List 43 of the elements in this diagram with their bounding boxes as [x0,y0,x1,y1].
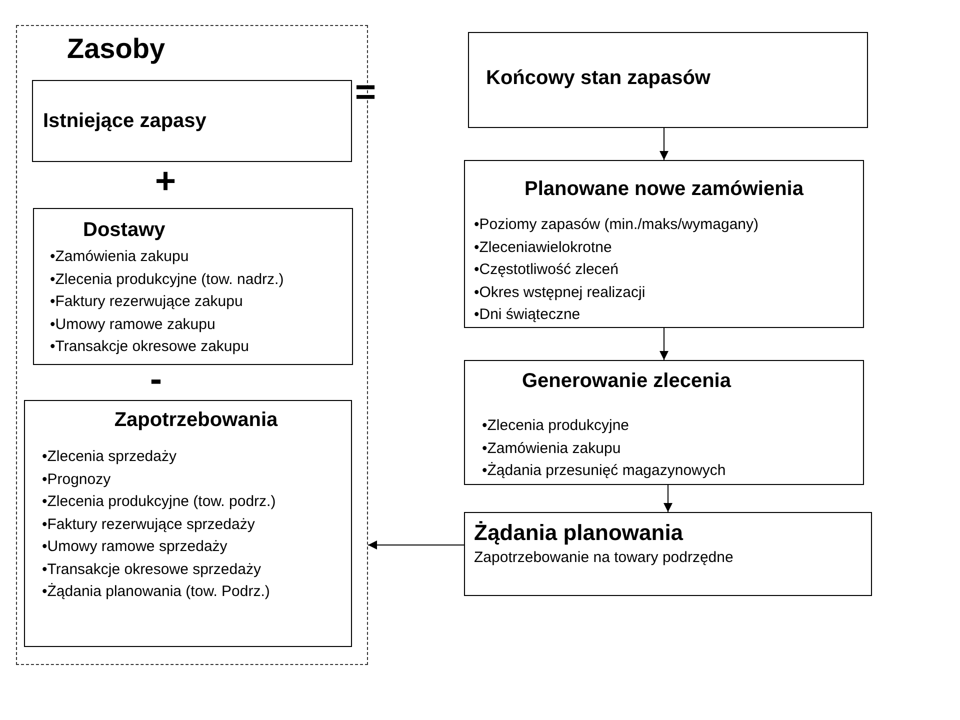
process-box [24,400,352,647]
group-heading: Zasoby [67,32,166,66]
list-item: •Faktury rezerwujące sprzedaży [41,514,255,534]
list-item: •Umowy ramowe sprzedaży [41,537,228,557]
arrow [660,128,668,160]
list-item: •Faktury rezerwujące zakupu [49,292,243,312]
operator-sign: - [150,361,162,397]
box-heading: Końcowy stan zapasów [486,66,710,91]
list-item: •Zamówienia zakupu [49,247,189,267]
operator-sign: = [355,74,376,110]
list-item: •Częstotliwość zleceń [473,260,618,280]
arrow [660,328,668,360]
process-box [464,160,864,328]
list-item: •Poziomy zapasów (min./maks/wymagany) [473,215,759,235]
list-item: •Zamówienia zakupu [481,438,621,458]
list-item: •Żądania planowania (tow. Podrz.) [41,582,270,602]
arrow [664,484,672,512]
list-item: •Transakcje okresowe zakupu [49,337,249,357]
list-item: •Zlecenia produkcyjne (tow. podrz.) [41,492,276,512]
process-box [32,80,352,162]
arrow [368,540,464,550]
list-item: •Żądania przesunięć magazynowych [481,461,726,481]
list-item: •Umowy ramowe zakupu [49,314,216,334]
process-box [33,208,353,365]
box-heading: Planowane nowe zamówienia [524,177,805,202]
box-heading: Dostawy [82,218,166,243]
list-item: •Zlecenia produkcyjne (tow. nadrz.) [49,270,284,290]
process-box [464,360,864,485]
list-item: •Prognozy [41,470,111,490]
box-heading: Żądania planowania [473,520,684,546]
list-item: •Okres wstępnej realizacji [473,282,646,302]
operator-sign: + [155,163,176,199]
box-description: Zapotrzebowanie na towary podrzędne [473,548,734,568]
list-item: •Zlecenia produkcyjne [481,416,629,436]
process-box [464,512,872,596]
list-item: •Zleceniawielokrotne [473,238,612,258]
box-heading: Generowanie zlecenia [521,369,731,394]
box-heading: Istniejące zapasy [43,109,206,134]
process-box [468,32,868,128]
list-item: •Zlecenia sprzedaży [41,447,176,467]
list-item: •Dni świąteczne [473,305,580,325]
list-item: •Transakcje okresowe sprzedaży [41,560,261,580]
box-heading: Zapotrzebowania [113,408,279,433]
